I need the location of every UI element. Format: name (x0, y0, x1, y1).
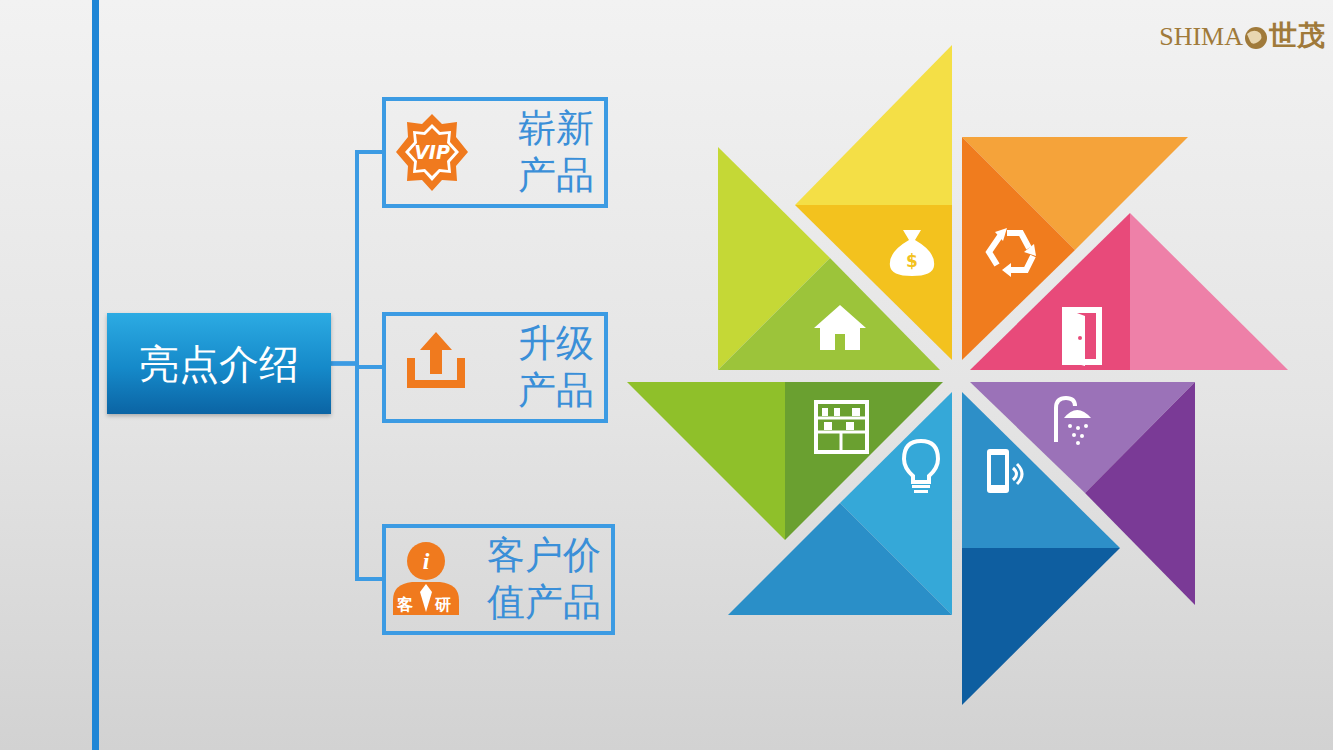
vip-badge (396, 114, 468, 191)
category-name: 升级 产品 (518, 320, 594, 415)
category-box: 客户价 值产品 (382, 524, 615, 635)
bracket-connector (331, 364, 382, 580)
category-name: 崭新 产品 (518, 105, 594, 200)
upload-icon (407, 332, 465, 388)
bracket-connector (331, 152, 382, 364)
category-name: 客户价 值产品 (487, 532, 601, 627)
info-symbol: i (423, 549, 430, 573)
root-title: 亮点介绍 (139, 339, 299, 389)
logo-text: SHIMA (1159, 24, 1243, 50)
researcher-icon (393, 542, 459, 615)
category-box: 升级 产品 (382, 312, 608, 423)
currency-symbol: $ (906, 253, 918, 270)
badge-text: VIP (414, 143, 450, 162)
pinwheel (627, 45, 1288, 705)
icon-tag: 研 (435, 597, 451, 613)
logo-globe (1245, 27, 1267, 49)
vertical-rule (92, 0, 99, 750)
icon-tag: 客 (397, 597, 413, 613)
logo-text: 世茂 (1269, 22, 1325, 50)
pinwheel-icons (814, 228, 1102, 493)
root-box: 亮点介绍 (107, 313, 331, 414)
